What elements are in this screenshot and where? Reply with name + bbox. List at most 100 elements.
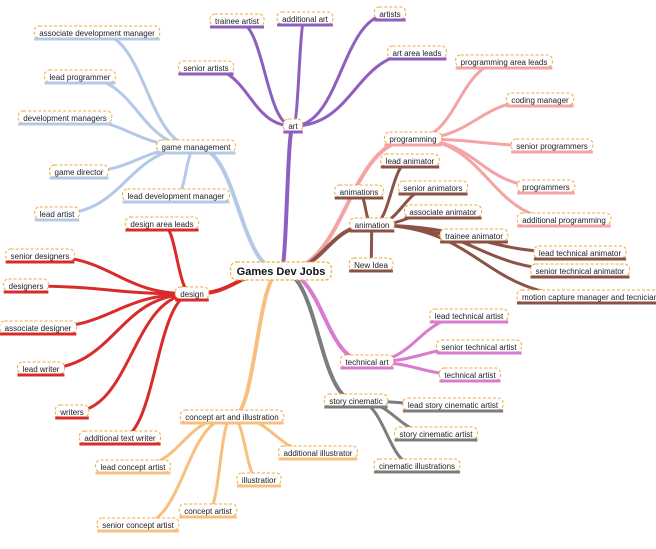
node-lead-concept-artist[interactable]: lead concept artist [95,459,171,475]
node-senior-concept-artist[interactable]: senior concept artist [96,517,180,533]
child-link-design-area-leads [160,222,194,296]
node-lead-technical-artist[interactable]: lead technical artist [429,308,509,324]
branch-management[interactable]: game management [156,139,236,155]
node-lead-story-cinematic-artist-text: lead story cinematic artist [408,401,499,410]
node-senior-technical-animator-text: senior technical animator [536,267,625,276]
node-writers[interactable]: writers [54,404,90,420]
node-additional-text-writer[interactable]: additional text writer [78,430,162,446]
node-motion-capture-manager-and-tecnician-text: motion capture manager and tecnician [522,293,656,302]
branch-link-management [194,145,283,273]
branch-programming-box [383,131,443,145]
branch-story[interactable]: story cinematic [323,393,389,409]
child-link-additional-art [291,17,307,128]
node-associate-designer[interactable]: associate designer [0,320,77,336]
node-senior-artists[interactable]: senior artists [177,60,235,76]
node-lead-writer[interactable]: lead writer [17,361,65,377]
node-cinematic-illustrations[interactable]: cinematic illustrations [373,458,461,474]
root-node-text: Games Dev Jobs [237,266,326,278]
node-senior-programmers[interactable]: senior programmers [510,138,594,154]
node-story-cinematic-artist[interactable]: story cinematic artist [394,426,478,442]
branch-design-text: design [180,290,204,299]
child-link-programming-area-leads [411,60,506,141]
child-link-designers [24,284,194,296]
node-lead-concept-artist-box [95,459,171,473]
branch-animation[interactable]: animation [349,217,395,233]
branch-story-text: story cinematic [329,397,382,406]
node-designers[interactable]: designers [3,278,49,294]
node-associate-animator-box [403,204,483,218]
branch-design[interactable]: design [174,286,210,302]
child-link-illustratior [230,415,261,482]
node-trainee-animator[interactable]: trainee animator [439,228,509,244]
node-lead-artist-text: lead artist [40,210,75,219]
node-lead-technical-animator[interactable]: lead technical animator [533,245,627,261]
node-senior-technical-artist[interactable]: senior technical artist [435,339,523,355]
child-link-concept-artist [206,415,234,513]
node-senior-animators-text: senior animators [403,184,462,193]
node-senior-concept-artist-text: senior concept artist [102,521,174,530]
branch-art[interactable]: art [282,118,304,134]
node-artists-box [373,6,407,20]
node-additional-illustrator-text: additional illustrator [284,449,353,458]
branch-programming[interactable]: programming [383,131,443,147]
node-new-idea-text: New Idea [354,261,388,270]
node-motion-capture-manager-and-tecnician[interactable]: motion capture manager and tecnician [516,289,656,305]
node-programming-area-leads[interactable]: programming area leads [455,54,553,70]
node-lead-artist[interactable]: lead artist [34,206,80,222]
child-link-lead-writer [39,292,194,371]
node-lead-technical-artist-text: lead technical artist [435,312,504,321]
node-illustratior[interactable]: illustratior [236,472,282,488]
child-link-lead-artist [55,145,198,216]
node-senior-technical-animator[interactable]: senior technical animator [530,263,630,279]
node-senior-designers[interactable]: senior designers [5,248,75,264]
node-additional-programming[interactable]: additional programming [516,212,612,228]
node-lead-animator-text: lead animator [386,157,435,166]
node-additional-art[interactable]: additional art [276,11,334,27]
node-associate-animator[interactable]: associate animator [403,204,483,220]
node-lead-concept-artist-text: lead concept artist [101,463,167,472]
node-animations[interactable]: animations [334,184,384,200]
branch-concept-text: concept art and illustration [185,413,278,422]
node-programmers[interactable]: programmers [516,179,576,195]
node-technical-artist-box [438,367,502,381]
node-lead-story-cinematic-artist[interactable]: lead story cinematic artist [402,397,504,413]
branch-concept[interactable]: concept art and illustration [179,409,285,425]
node-programmers-box [516,179,576,193]
node-associate-development-manager[interactable]: associate development manager [33,25,161,41]
node-senior-designers-text: senior designers [11,252,70,261]
node-senior-concept-artist-box [96,517,180,531]
node-trainee-artist[interactable]: trainee artist [209,13,265,29]
node-technical-artist[interactable]: technical artist [438,367,502,383]
node-art-area-leads-text: art area leads [393,49,442,58]
node-concept-artist[interactable]: concept artist [178,503,238,519]
node-senior-animators[interactable]: senior animators [397,180,469,196]
node-game-director[interactable]: game director [49,164,109,180]
node-story-cinematic-artist-text: story cinematic artist [400,430,474,439]
node-development-managers[interactable]: development managers [17,110,113,126]
branch-technical-art[interactable]: technical art [339,354,395,370]
node-coding-manager-text: coding manager [511,96,569,105]
node-art-area-leads[interactable]: art area leads [387,45,447,61]
node-illustratior-box [236,472,282,486]
node-new-idea[interactable]: New Idea [348,257,394,273]
node-artists[interactable]: artists [373,6,407,22]
node-artists-text: artists [379,10,400,19]
node-senior-programmers-text: senior programmers [516,142,588,151]
root-node[interactable]: Games Dev Jobs [230,261,332,281]
node-additional-programming-text: additional programming [522,216,606,225]
node-additional-illustrator[interactable]: additional illustrator [278,445,358,461]
node-game-director-text: game director [55,168,104,177]
node-lead-animator[interactable]: lead animator [380,153,440,169]
child-link-trainee-artist [235,19,295,128]
node-animations-text: animations [340,188,379,197]
child-link-associate-development-manager [95,31,198,149]
node-lead-writer-text: lead writer [23,365,60,374]
node-additional-text-writer-text: additional text writer [84,434,155,443]
node-lead-development-manager[interactable]: lead development manager [122,188,230,204]
node-coding-manager[interactable]: coding manager [505,92,575,108]
node-lead-programmer[interactable]: lead programmer [44,69,116,85]
node-trainee-artist-box [209,13,265,27]
node-technical-artist-text: technical artist [444,371,496,380]
node-design-area-leads[interactable]: design area leads [124,216,200,232]
